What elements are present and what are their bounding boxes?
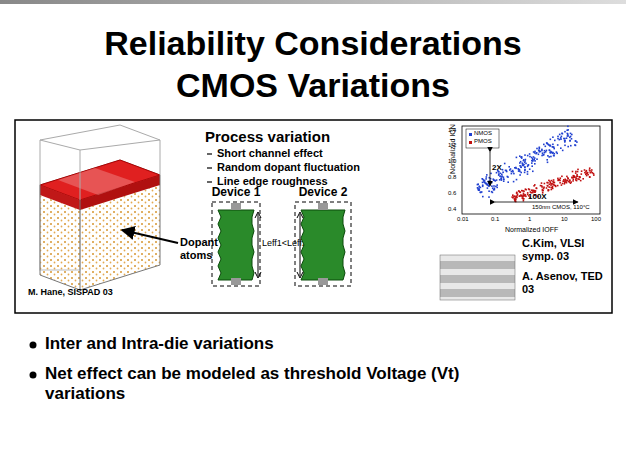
transistor-drawing bbox=[205, 200, 267, 288]
chart-note: 150nm CMOS, 110°C bbox=[532, 204, 590, 211]
citation: A. Asenov, TED 03 bbox=[522, 270, 610, 295]
transistor-drawing bbox=[292, 200, 354, 288]
device-shape: Device 2 bbox=[292, 186, 354, 288]
tick-label: 0.6 bbox=[448, 190, 456, 197]
slide-title: Reliability Considerations CMOS Variatio… bbox=[83, 22, 543, 106]
list-item: Short channel effect bbox=[217, 147, 323, 160]
chart-note: 100X bbox=[528, 192, 547, 201]
tick-label: 0.01 bbox=[457, 216, 469, 223]
device-label: Device 2 bbox=[292, 186, 354, 200]
legend-text: PMOS bbox=[474, 138, 492, 145]
leader-line bbox=[122, 230, 178, 243]
citation: M. Hane, SISPAD 03 bbox=[28, 287, 113, 297]
list-dash bbox=[207, 154, 212, 182]
list-item: Random dopant fluctuation bbox=[217, 161, 360, 174]
legend-text: NMOS bbox=[474, 130, 492, 137]
top-bar bbox=[0, 0, 626, 4]
scatter-chart bbox=[462, 126, 600, 215]
bullet-text: Net effect can be modeled as threshold V… bbox=[45, 364, 485, 403]
citation: C.Kim, VLSI symp. 03 bbox=[522, 237, 610, 262]
bullet-dot bbox=[30, 372, 37, 379]
tick-label: 1.4 bbox=[448, 127, 456, 134]
device-shape: Device 1 bbox=[205, 186, 267, 288]
section-heading: Process variation bbox=[205, 128, 330, 145]
tick-label: 0.4 bbox=[448, 206, 456, 213]
axis-title: Normalized IOFF bbox=[505, 226, 558, 234]
tick-label: 1.0 bbox=[448, 158, 456, 165]
chart-note: 2X bbox=[492, 163, 502, 172]
tick-label: 1.2 bbox=[448, 142, 456, 149]
tick-label: 1 bbox=[528, 216, 531, 223]
bullet-dot bbox=[30, 342, 37, 349]
tick-label: 0.1 bbox=[491, 216, 499, 223]
bullet-text: Inter and Intra-die variations bbox=[45, 334, 605, 354]
panel-frame bbox=[15, 120, 612, 313]
sem-image bbox=[440, 255, 515, 300]
tick-label: 10 bbox=[561, 216, 568, 223]
tick-label: 100 bbox=[591, 216, 601, 223]
tick-label: 0.8 bbox=[448, 174, 456, 181]
device-label: Device 1 bbox=[205, 186, 267, 200]
dopant-box bbox=[40, 125, 160, 290]
